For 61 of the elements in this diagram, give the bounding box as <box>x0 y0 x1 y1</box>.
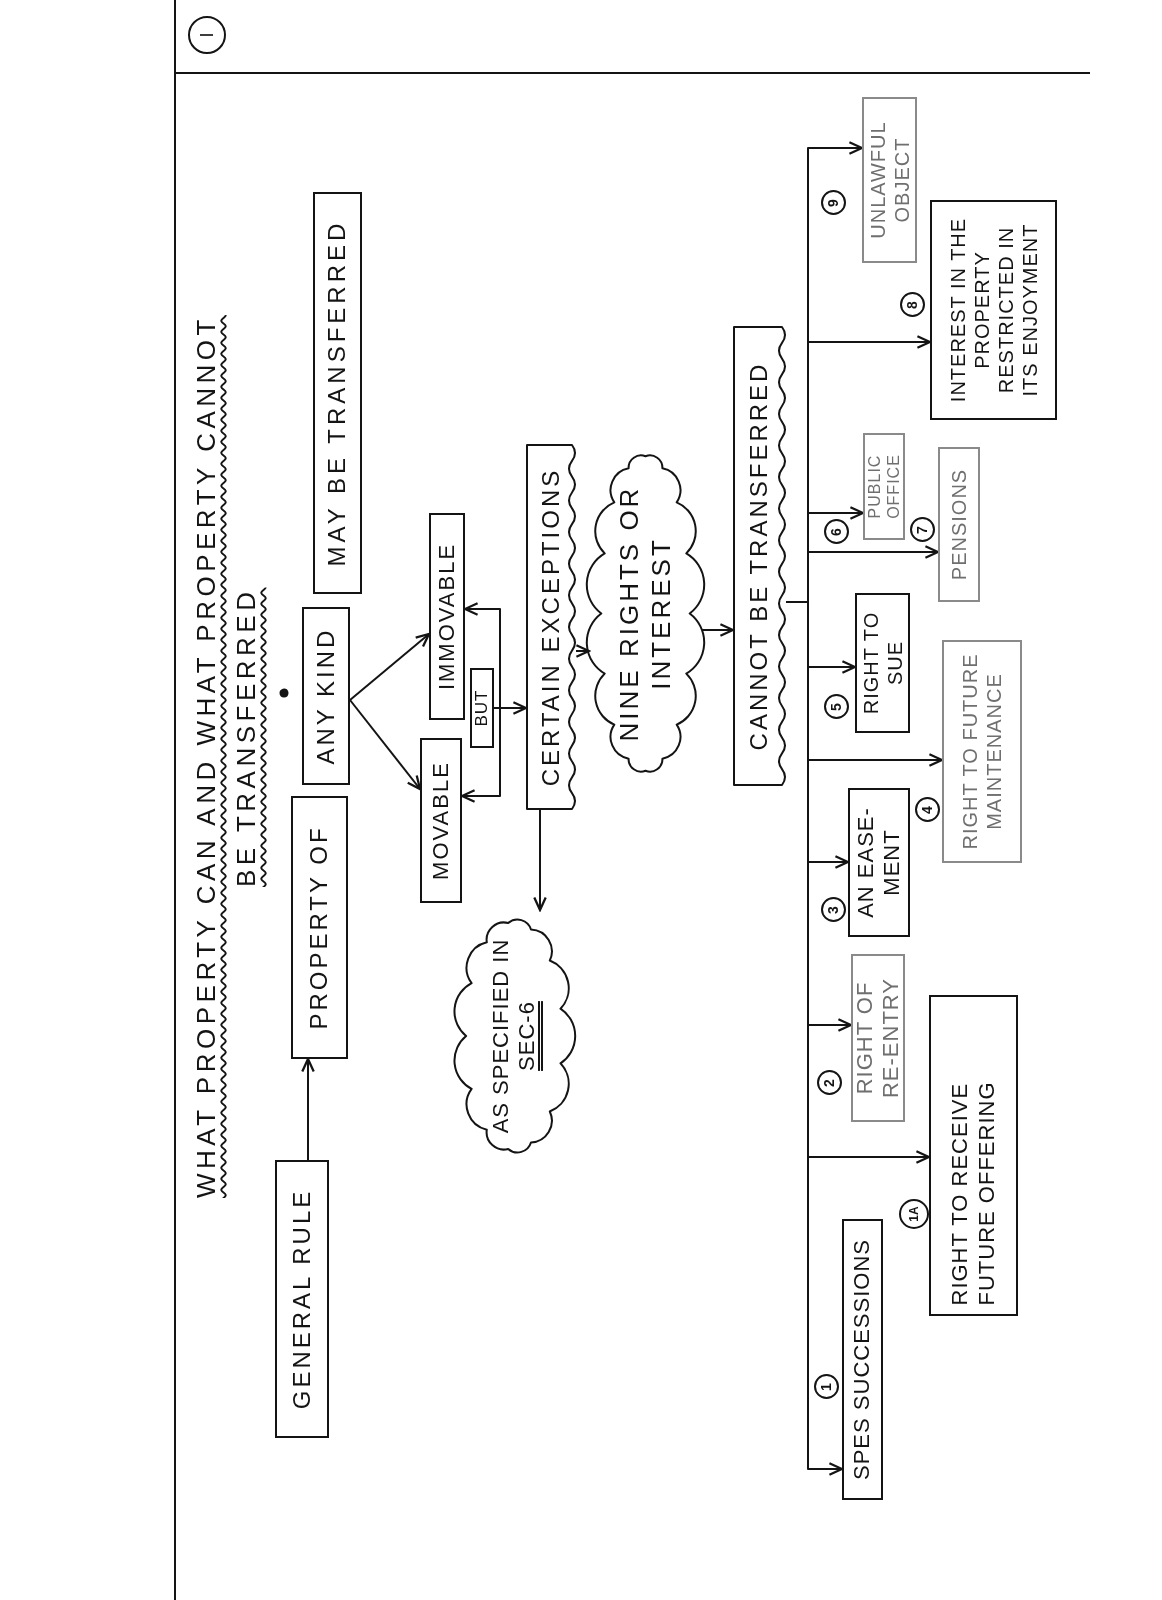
callout-number: 4 <box>914 797 940 823</box>
node-text: SPES SUCCESSIONS <box>849 1239 876 1480</box>
node-text: IMMOVABLE <box>433 542 460 691</box>
node-text: PENSIONS <box>947 468 971 581</box>
node-text: AS SPECIFIED IN SEC-6 <box>487 937 540 1136</box>
node-text: MAY BE TRANSFERRED <box>323 219 352 567</box>
concept-box <box>275 1160 329 1438</box>
arrow <box>493 701 528 715</box>
arrow <box>575 644 591 658</box>
concept-box <box>470 668 494 748</box>
arrow <box>301 1057 315 1161</box>
node-text: RIGHT TO SUE <box>858 610 907 717</box>
concept-box <box>313 192 362 594</box>
callout-number: 9 <box>820 190 846 216</box>
callout-number: 7 <box>909 517 935 543</box>
concept-box <box>942 640 1022 863</box>
concept-box <box>420 738 462 903</box>
node-text: PUBLIC OFFICE <box>864 453 903 521</box>
node-text: MOVABLE <box>427 761 454 880</box>
node-text: ANY KIND <box>311 627 340 765</box>
node-text: CANNOT BE TRANSFERRED <box>745 361 774 751</box>
callout-number: 5 <box>823 694 849 720</box>
node-text: RIGHT TO RECEIVE FUTURE OFFERING <box>947 1080 1000 1306</box>
arrow <box>463 602 501 709</box>
concept-box <box>291 796 348 1059</box>
concept-box <box>429 513 465 720</box>
arrow <box>533 809 547 912</box>
callout-number: 6 <box>823 519 849 545</box>
node-text: CERTAIN EXCEPTIONS <box>536 467 565 787</box>
concept-box <box>855 593 910 733</box>
node-text: RIGHT OF RE-ENTRY <box>851 976 904 1101</box>
concept-box <box>938 447 980 602</box>
wavy-box <box>526 444 576 810</box>
arrow <box>349 632 431 701</box>
arrow <box>701 623 735 637</box>
node-text: BUT <box>471 689 492 727</box>
callout-number: 8 <box>899 292 925 318</box>
node-text: NINE RIGHTS OR INTEREST <box>614 484 677 744</box>
concept-box <box>302 607 350 785</box>
concept-box <box>848 788 910 937</box>
concept-box <box>930 200 1057 420</box>
callout-number: 3 <box>820 897 846 923</box>
concept-box <box>862 97 917 263</box>
callout-number: 1A <box>899 1199 929 1229</box>
callout-number: 1 <box>813 1374 839 1400</box>
wavy-box <box>733 326 786 786</box>
node-text: AN EASE- MENT <box>852 806 905 920</box>
callout-number: 2 <box>816 1070 842 1096</box>
arrow <box>349 699 422 791</box>
node-text: RIGHT TO FUTURE MAINTENANCE <box>958 652 1006 852</box>
arrow <box>785 141 864 603</box>
concept-box <box>863 433 905 540</box>
arrow <box>460 707 501 803</box>
node-text: INTEREST IN THE PROPERTY RESTRICTED IN ITS ENJOYMENT <box>945 216 1042 405</box>
node-text: UNLAWFUL OBJECT <box>865 120 914 241</box>
concept-box <box>842 1219 883 1500</box>
concept-box <box>851 954 905 1122</box>
node-text: GENERAL RULE <box>287 1188 316 1410</box>
concept-box <box>929 995 1018 1316</box>
node-text: PROPERTY OF <box>305 825 334 1030</box>
page-number: I <box>188 16 226 54</box>
